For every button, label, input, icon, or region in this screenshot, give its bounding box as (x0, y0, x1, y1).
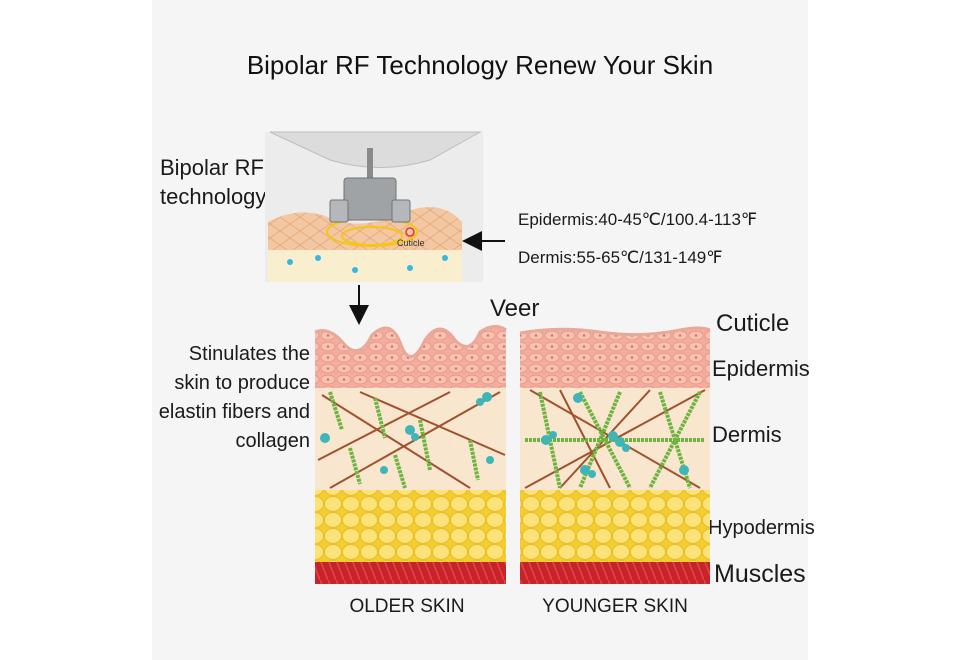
layer-label-hypodermis: Hypodermis (708, 517, 815, 539)
layer-label-epidermis: Epidermis (712, 356, 810, 381)
epidermis-temperature: Epidermis:40-45℃/100.4-113℉ (518, 210, 758, 229)
caption-older-skin: OLDER SKIN (349, 596, 465, 617)
page-title: Bipolar RF Technology Renew Your Skin (246, 50, 714, 80)
layer-label-dermis: Dermis (712, 422, 782, 447)
layer-label-muscles: Muscles (714, 560, 806, 588)
rf-label-line-2: technology (160, 184, 267, 209)
caption-younger-skin: YOUNGER SKIN (542, 596, 688, 617)
stimulation-effect-text: Stinulates the skin to produce elastin f… (158, 343, 310, 452)
rf-technology-label: Bipolar RF technology (160, 153, 266, 211)
background-panel (152, 0, 808, 660)
rf-label-line-1: Bipolar RF (160, 155, 264, 180)
dermis-temperature: Dermis:55-65℃/131-149℉ (518, 248, 723, 267)
layer-label-cuticle: Cuticle (716, 310, 790, 337)
veer-label: Veer (490, 295, 540, 322)
